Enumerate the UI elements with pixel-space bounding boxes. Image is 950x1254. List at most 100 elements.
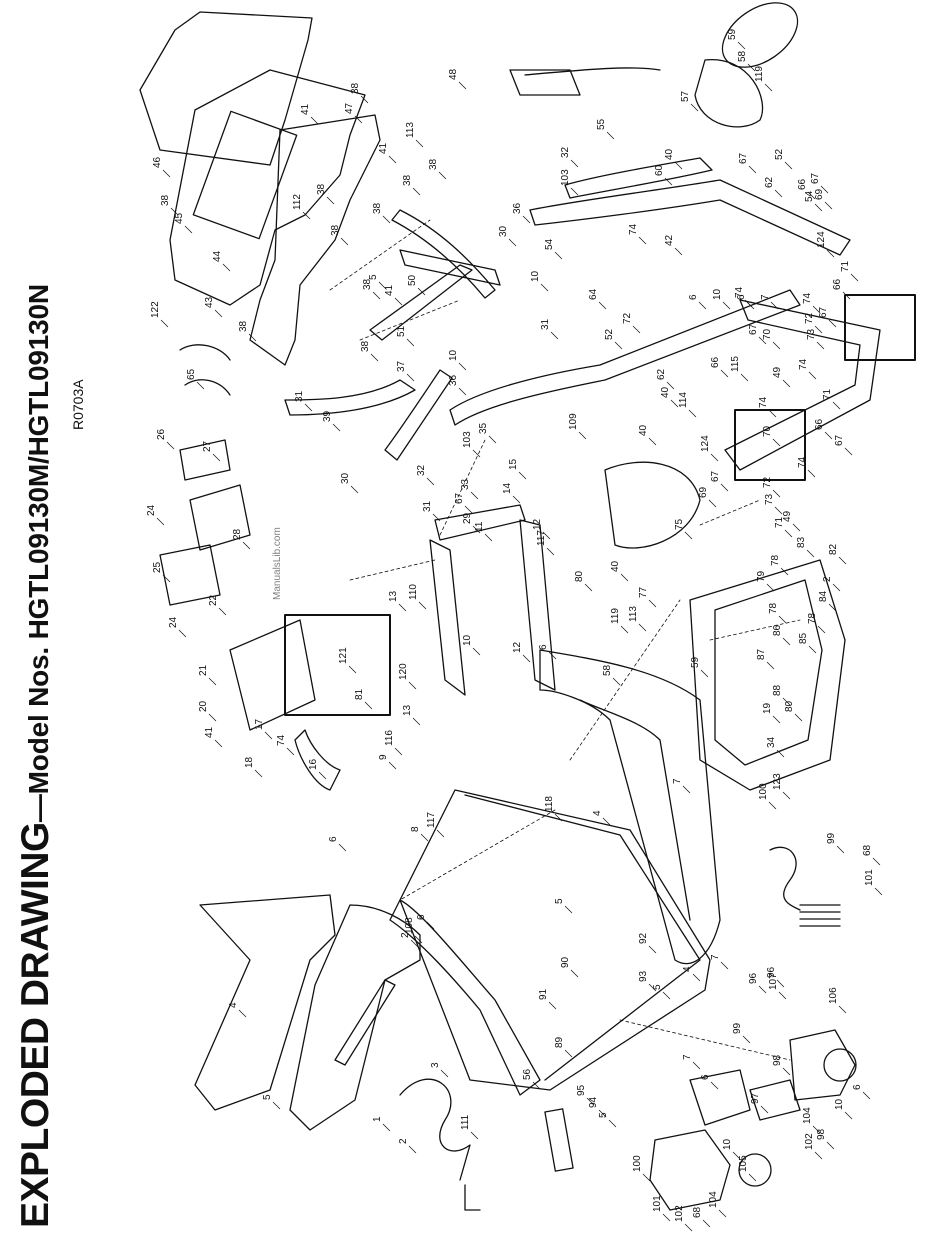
callout-leader bbox=[598, 1109, 607, 1118]
part-callout-113: 113 bbox=[405, 122, 416, 138]
callout-leader bbox=[674, 247, 683, 256]
part-callout-67: 67 bbox=[710, 470, 721, 482]
callout-leader bbox=[720, 961, 729, 970]
callout-leader bbox=[732, 1151, 741, 1160]
part-callout-67: 67 bbox=[748, 323, 759, 335]
callout-leader bbox=[542, 531, 551, 540]
part-callout-88: 88 bbox=[772, 684, 783, 696]
callout-leader bbox=[770, 301, 779, 310]
console-cover-46 bbox=[139, 11, 313, 166]
callout-leader bbox=[415, 139, 424, 148]
part-callout-58: 58 bbox=[602, 664, 613, 676]
part-callout-4: 4 bbox=[228, 1002, 239, 1008]
part-callout-24: 24 bbox=[168, 616, 179, 628]
part-callout-20: 20 bbox=[198, 700, 209, 712]
part-callout-38: 38 bbox=[238, 320, 249, 332]
part-callout-95: 95 bbox=[576, 1084, 587, 1096]
part-callout-30: 30 bbox=[340, 472, 351, 484]
callout-leader bbox=[836, 845, 845, 854]
callout-leader bbox=[378, 281, 387, 290]
callout-leader bbox=[648, 599, 657, 608]
callout-leader bbox=[360, 95, 369, 104]
part-callout-50: 50 bbox=[407, 274, 418, 286]
drawing-title: EXPLODED DRAWING—Model Nos. HGTL09130M/H… bbox=[14, 28, 74, 1228]
part-callout-81: 81 bbox=[354, 688, 365, 700]
title-main: EXPLODED DRAWING bbox=[14, 822, 57, 1228]
part-callout-4: 4 bbox=[592, 810, 603, 816]
part-callout-112: 112 bbox=[292, 194, 303, 210]
part-callout-58: 58 bbox=[737, 50, 748, 62]
callout-leader bbox=[518, 471, 527, 480]
callout-leader bbox=[684, 1223, 693, 1232]
part-callout-84: 84 bbox=[818, 590, 829, 602]
part-callout-100: 100 bbox=[758, 783, 769, 800]
part-callout-102: 102 bbox=[674, 1205, 685, 1222]
power-cord-123 bbox=[769, 846, 801, 911]
callout-leader bbox=[776, 749, 785, 758]
callout-leader bbox=[638, 623, 647, 632]
callout-leader bbox=[470, 1131, 479, 1140]
callout-leader bbox=[710, 1081, 719, 1090]
part-callout-17: 17 bbox=[254, 718, 265, 730]
part-callout-41: 41 bbox=[204, 726, 215, 738]
part-callout-103: 103 bbox=[560, 169, 571, 186]
callout-leader bbox=[746, 301, 755, 310]
part-callout-117: 117 bbox=[426, 812, 437, 828]
callout-leader bbox=[564, 1049, 573, 1058]
part-callout-26: 26 bbox=[156, 428, 167, 440]
callout-leader bbox=[832, 401, 841, 410]
rear-wheel-57 bbox=[694, 59, 764, 128]
callout-leader bbox=[832, 583, 841, 592]
callout-leader bbox=[184, 225, 193, 234]
callout-leader bbox=[170, 207, 179, 216]
part-callout-80: 80 bbox=[574, 570, 585, 582]
callout-leader bbox=[700, 669, 709, 678]
callout-leader bbox=[420, 833, 429, 842]
callout-leader bbox=[546, 547, 555, 556]
part-callout-83: 83 bbox=[796, 536, 807, 548]
part-callout-59: 59 bbox=[690, 656, 701, 668]
callout-leader bbox=[620, 625, 629, 634]
callout-leader bbox=[348, 665, 357, 674]
part-callout-49: 49 bbox=[772, 366, 783, 378]
callout-leader bbox=[608, 1119, 617, 1128]
callout-leader bbox=[740, 373, 749, 382]
callout-leader bbox=[784, 161, 793, 170]
part-callout-108: 108 bbox=[404, 917, 415, 934]
part-callout-10: 10 bbox=[462, 634, 473, 646]
callout-leader bbox=[872, 857, 881, 866]
callout-leader bbox=[808, 371, 817, 380]
cover-hood-75 bbox=[604, 461, 701, 549]
callout-leader bbox=[196, 381, 205, 390]
callout-leader bbox=[438, 171, 447, 180]
callout-leader bbox=[248, 333, 257, 342]
callout-leader bbox=[648, 437, 657, 446]
part-callout-40: 40 bbox=[610, 560, 621, 572]
callout-leader bbox=[218, 607, 227, 616]
callout-leader bbox=[540, 283, 549, 292]
callout-leader bbox=[350, 485, 359, 494]
callout-leader bbox=[406, 373, 415, 382]
part-callout-101: 101 bbox=[652, 1195, 663, 1212]
callout-leader bbox=[382, 1123, 391, 1132]
part-callout-18: 18 bbox=[244, 756, 255, 768]
callout-leader bbox=[586, 1097, 595, 1106]
part-callout-68: 68 bbox=[692, 1206, 703, 1218]
part-callout-73: 73 bbox=[806, 328, 817, 340]
part-callout-10: 10 bbox=[834, 1098, 845, 1110]
part-callout-119: 119 bbox=[754, 66, 765, 82]
callout-leader bbox=[412, 187, 421, 196]
callout-leader bbox=[432, 513, 441, 522]
part-callout-80: 80 bbox=[784, 700, 795, 712]
side-rail-90 bbox=[539, 649, 721, 965]
part-callout-78: 78 bbox=[768, 602, 779, 614]
part-callout-91: 91 bbox=[538, 988, 549, 1000]
callout-leader bbox=[584, 583, 593, 592]
part-callout-38: 38 bbox=[362, 278, 373, 290]
part-callout-67: 67 bbox=[810, 172, 821, 184]
part-callout-74: 74 bbox=[802, 292, 813, 304]
part-callout-13: 13 bbox=[388, 590, 399, 602]
callout-leader bbox=[684, 531, 693, 540]
part-callout-6: 6 bbox=[852, 1084, 863, 1090]
